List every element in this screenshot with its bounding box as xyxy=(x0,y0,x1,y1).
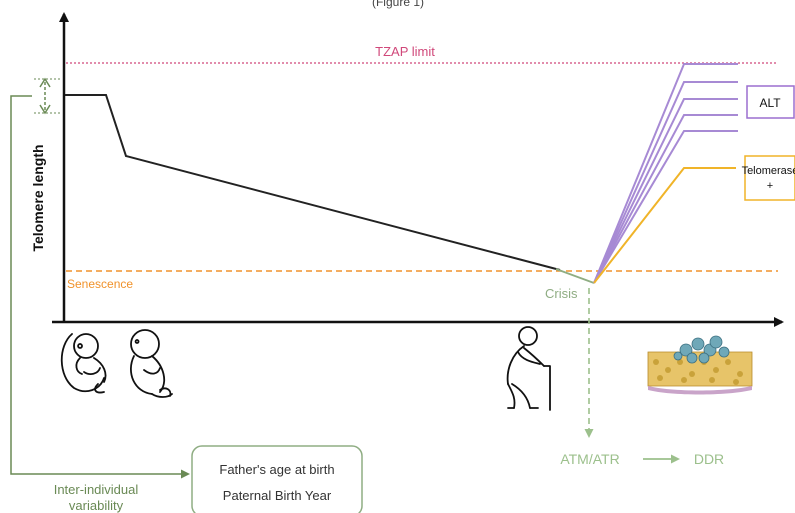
senescence-label: Senescence xyxy=(67,277,133,291)
paternal-factors-box xyxy=(191,445,363,513)
variability-range-marker xyxy=(34,77,62,115)
y-axis-label: Telomere length xyxy=(30,144,46,251)
telomerase-label: Telomerase xyxy=(742,165,795,177)
infant-icon xyxy=(130,329,173,398)
variability-connector xyxy=(10,95,190,479)
alt-label: ALT xyxy=(759,96,781,110)
variability-label: variability xyxy=(69,498,124,513)
fathers-age-label: Father's age at birth xyxy=(219,462,334,477)
telomerase-plus-label: + xyxy=(767,180,773,192)
paternal-birth-year-label: Paternal Birth Year xyxy=(223,488,332,503)
telomere-length-curve xyxy=(65,94,561,271)
atm-atr-label: ATM/ATR xyxy=(560,451,619,467)
crisis-label: Crisis xyxy=(545,286,578,301)
alt-box xyxy=(746,85,795,119)
tzap-limit-label: TZAP limit xyxy=(375,44,435,59)
inter-individual-label: Inter-individual xyxy=(54,482,139,497)
telomerase-box xyxy=(744,155,795,201)
tumor-cells-icon xyxy=(647,335,753,395)
fetus-icon xyxy=(60,333,107,394)
ddr-label: DDR xyxy=(694,451,724,467)
elderly-person-with-cane-icon xyxy=(506,326,551,411)
crisis-decline-segment xyxy=(555,268,595,284)
caption-fragment: (Figure 1) xyxy=(372,0,424,9)
telomerase-escape-line xyxy=(593,167,736,284)
alt-escape-lines xyxy=(593,63,738,284)
